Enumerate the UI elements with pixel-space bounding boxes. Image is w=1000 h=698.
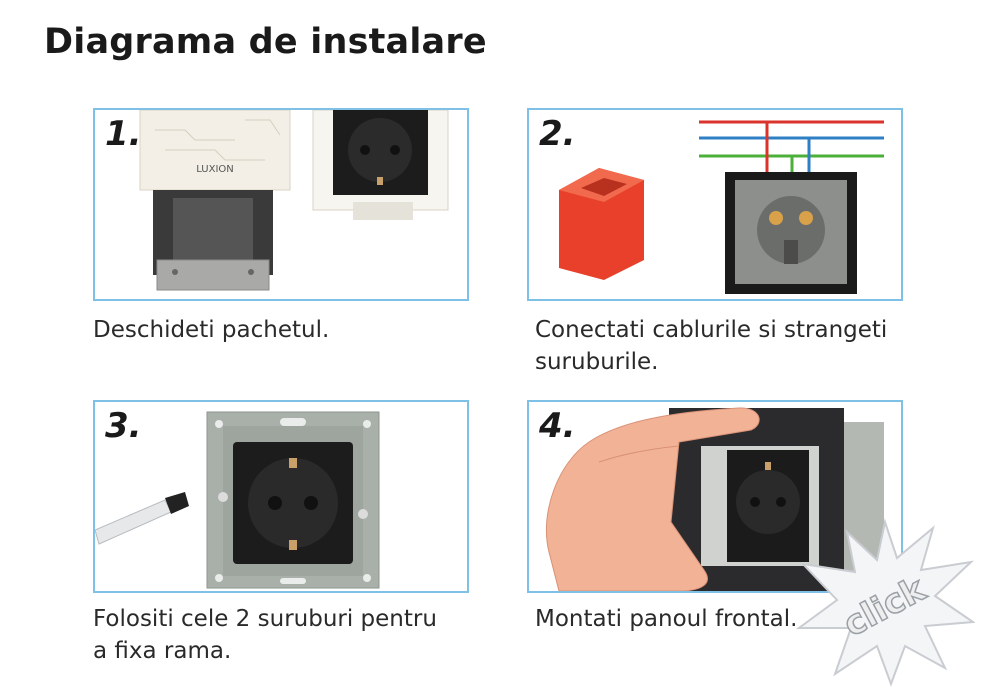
step-4-panel: 4.	[527, 400, 903, 593]
step-number: 4.	[539, 406, 576, 446]
step-2-caption: Conectati cablurile si strangeti surubur…	[535, 317, 888, 375]
step-1-caption: Deschideti pachetul.	[93, 317, 330, 343]
click-starburst: click	[795, 518, 975, 687]
front-panel-illustration	[545, 407, 884, 591]
package-illustration: LUXION	[139, 110, 449, 291]
wiring-illustration	[559, 120, 884, 294]
step-2-panel: 2.	[527, 108, 903, 301]
step-3-panel: 3.	[93, 400, 469, 593]
page-title: Diagrama de instalare	[44, 22, 487, 62]
step-number: 2.	[539, 114, 576, 154]
brand-label: LUXION	[196, 164, 234, 175]
step-1-panel: 1. LUXION	[93, 108, 469, 301]
step-3-caption: Folositi cele 2 suruburi pentru a fixa r…	[93, 606, 437, 664]
step-number: 3.	[105, 406, 142, 446]
step-4-caption: Montati panoul frontal.	[535, 606, 798, 632]
mounting-illustration	[95, 411, 380, 589]
step-number: 1.	[105, 114, 142, 154]
